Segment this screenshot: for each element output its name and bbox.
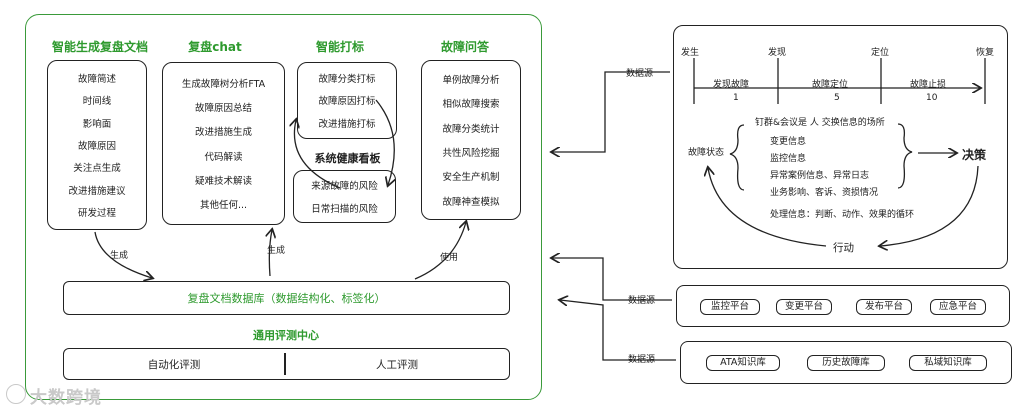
stage-label-recover: 恢复 [976, 48, 995, 58]
list-item: 相似故障搜索 [442, 99, 500, 111]
info-item: 异常案例信息、异常日志 [770, 171, 870, 181]
list-item: 影响面 [82, 118, 112, 130]
platform-change: 变更平台 [776, 299, 832, 315]
list-item: 故障神查模拟 [442, 196, 500, 208]
list-item: 关注点生成 [73, 163, 121, 175]
watermark-text: 大数跨境 [30, 388, 102, 408]
platform-emergency: 应急平台 [930, 299, 986, 315]
list-item: 来源故障的风险 [311, 181, 378, 193]
info-item: 变更信息 [770, 137, 807, 147]
list-item: 单例故障分析 [442, 75, 500, 87]
database-label: 复盘文档数据库（数据结构化、标签化） [187, 292, 386, 305]
list-item: 故障分类统计 [442, 123, 500, 135]
list-item: 故障简述 [77, 74, 116, 86]
incident-state-label: 故障状态 [688, 148, 725, 158]
review-doc-database: 复盘文档数据库（数据结构化、标签化） [63, 281, 510, 315]
list-item: 改进措施建议 [68, 185, 126, 197]
right-bracket [897, 123, 913, 189]
list-item: 安全生产机制 [442, 172, 500, 184]
info-header: 钉群&会议是 人 交换信息的场所 [755, 118, 885, 128]
arrow-db-to-chat [269, 230, 272, 277]
arrow-label-use: 使用 [440, 253, 459, 263]
column-title-chat: 复盘chat [188, 40, 242, 54]
list-item: 改进措施生成 [194, 127, 252, 139]
chat-box: 生成故障树分析FTA 故障原因总结 改进措施生成 代码解读 疑难技术解读 其他任… [162, 62, 285, 225]
left-panel-frame [25, 14, 542, 400]
platform-release: 发布平台 [856, 299, 912, 315]
health-board-box: 来源故障的风险 日常扫描的风险 [293, 170, 396, 223]
incident-flow-panel [673, 25, 1008, 269]
list-item: 代码解读 [204, 151, 243, 163]
segment-num-discover: 1 [733, 93, 739, 103]
platform-monitor: 监控平台 [700, 299, 760, 315]
segment-num-locate: 5 [834, 93, 840, 103]
list-item: 疑难技术解读 [194, 175, 252, 187]
stage-label-discover: 发现 [768, 48, 787, 58]
list-item: 日常扫描的风险 [311, 203, 378, 215]
segment-label-discover: 发现故障 [713, 80, 750, 90]
arrow-datasource-1 [552, 71, 670, 152]
auto-eval-label: 自动化评测 [147, 359, 201, 371]
eval-divider [284, 353, 286, 375]
arrow-datasource-3 [560, 300, 676, 361]
arrow-health-to-tagging [294, 120, 341, 189]
list-item: 故障分类打标 [318, 74, 376, 86]
tagging-box: 故障分类打标 故障原因打标 改进措施打标 [297, 62, 397, 139]
list-item: 共性风险挖掘 [442, 148, 500, 160]
left-bracket [729, 124, 745, 191]
arrow-db-to-qa [414, 222, 466, 280]
arrow-label-generate-2: 生成 [267, 246, 286, 256]
data-source-label: 数据源 [626, 69, 654, 79]
action-label: 行动 [833, 242, 854, 254]
knowledge-history: 历史故障库 [807, 355, 885, 371]
stage-label-locate: 定位 [871, 48, 890, 58]
eval-center-title: 通用评测中心 [253, 329, 319, 342]
list-item: 研发过程 [77, 207, 116, 219]
list-item: 其他任何... [199, 199, 248, 211]
arrow-label-generate-1: 生成 [110, 251, 129, 261]
info-item: 业务影响、客诉、资损情况 [770, 188, 879, 198]
segment-label-locate: 故障定位 [812, 80, 849, 90]
list-item: 时间线 [82, 96, 112, 108]
arrow-datasource-2 [552, 258, 672, 301]
segment-num-stoploss: 10 [926, 93, 938, 103]
list-item: 故障原因总结 [194, 103, 252, 115]
list-item: 故障原因打标 [318, 96, 376, 108]
eval-center-box: 自动化评测 人工评测 [63, 348, 510, 380]
list-item: 生成故障树分析FTA [181, 79, 266, 91]
arrow-decision-to-action [880, 165, 979, 246]
list-item: 改进措施打标 [318, 118, 376, 130]
arrow-docgen-to-db [94, 231, 152, 278]
decision-label: 决策 [962, 148, 987, 162]
column-title-qa: 故障问答 [440, 40, 489, 54]
processing-label: 处理信息：判断、动作、效果的循环 [770, 210, 915, 220]
arrow-action-to-state [708, 168, 827, 247]
qa-box: 单例故障分析 相似故障搜索 故障分类统计 共性风险挖掘 安全生产机制 故障神查模… [421, 60, 521, 220]
knowledge-private: 私域知识库 [909, 355, 987, 371]
arrow-tagging-to-health [375, 99, 394, 185]
doc-gen-box: 故障简述 时间线 影响面 故障原因 关注点生成 改进措施建议 研发过程 [47, 60, 147, 230]
column-title-doc-gen: 智能生成复盘文档 [51, 40, 148, 54]
stage-label-occur: 发生 [681, 48, 700, 58]
watermark-logo-icon [6, 384, 26, 404]
manual-eval-label: 人工评测 [376, 359, 418, 371]
data-source-label: 数据源 [628, 296, 656, 306]
info-item: 监控信息 [770, 154, 807, 164]
segment-label-stoploss: 故障止损 [910, 80, 947, 90]
health-board-title: 系统健康看板 [314, 152, 381, 165]
column-title-tagging: 智能打标 [315, 40, 364, 54]
list-item: 故障原因 [77, 140, 116, 152]
knowledge-ata: ATA知识库 [706, 355, 780, 371]
